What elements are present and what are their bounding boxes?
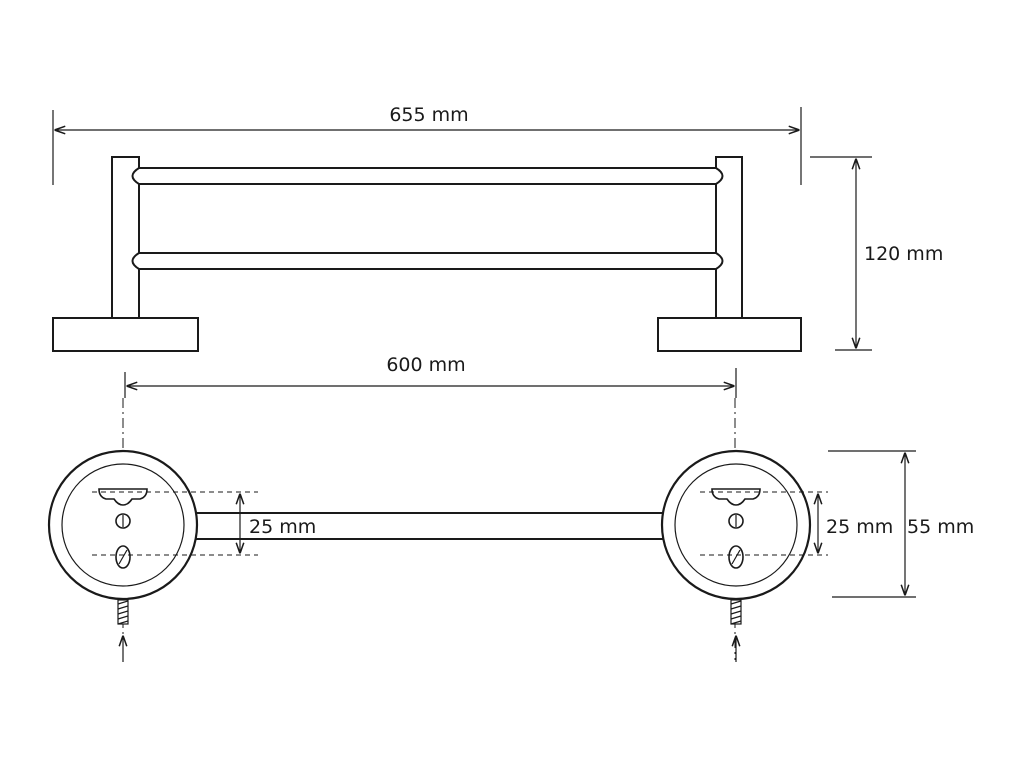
height-dimension [810, 156, 872, 351]
mount-spacing-dimension [124, 368, 737, 398]
centerlines [122, 398, 736, 660]
mount-spacing-label: 600 mm [386, 354, 465, 376]
left-slot-icon [98, 488, 148, 506]
right-screw-icon [730, 599, 742, 625]
overall-width-label: 655 mm [389, 104, 468, 126]
right-wall-plate [657, 317, 802, 352]
left-mount-top [47, 449, 199, 601]
overall-width-dimension [52, 107, 802, 185]
upper-rail [131, 167, 724, 185]
lower-rail [131, 252, 724, 270]
front-view [52, 156, 802, 352]
base-diameter-dimension [828, 450, 916, 598]
left-screw-icon [117, 599, 129, 625]
left-wall-plate [52, 317, 199, 352]
base-diameter-label: 55 mm [907, 516, 974, 538]
right-hole-spacing-label: 25 mm [826, 516, 893, 538]
left-post [111, 156, 140, 319]
right-slot-icon [711, 488, 761, 506]
hole-guide-lines [92, 491, 828, 556]
right-post [715, 156, 743, 319]
right-mount-top [660, 449, 812, 601]
left-hole-spacing-label: 25 mm [249, 516, 316, 538]
height-label: 120 mm [864, 243, 943, 265]
